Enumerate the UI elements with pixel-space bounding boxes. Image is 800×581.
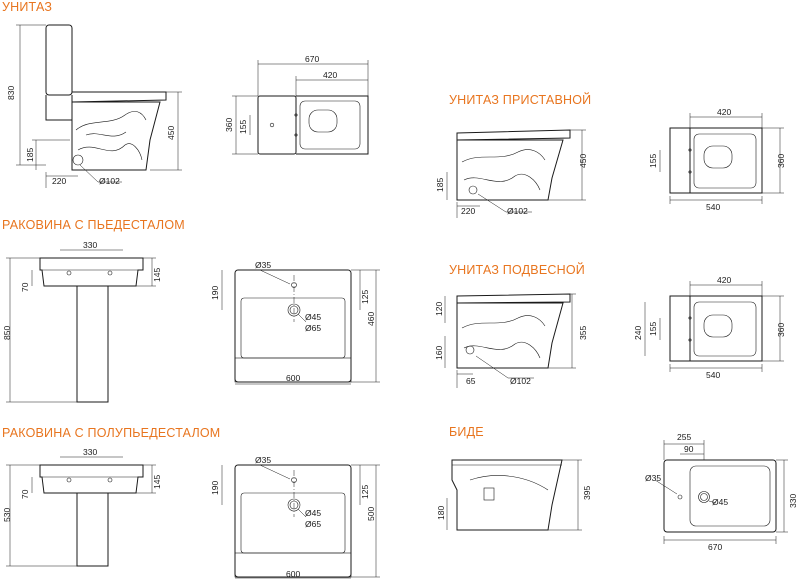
cc-top-length-label: 540 [706, 202, 720, 212]
cc-outlet-diameter-label: Ø102 [507, 206, 528, 216]
bidet-top-w2-label: 90 [684, 444, 694, 454]
wall-hung-top-length-label: 540 [706, 370, 720, 380]
toilet-height-label: 830 [6, 86, 16, 100]
cc-top-holes-label: 155 [648, 154, 658, 168]
pedestal-width-label: 330 [83, 240, 97, 250]
semi-pedestal-width-top-label: 600 [286, 569, 300, 579]
toilet-outlet-height-label: 185 [25, 148, 35, 162]
pedestal-width-top-label: 600 [286, 373, 300, 383]
pedestal-waste1-label: Ø45 [305, 312, 321, 322]
bidet-side-view: 395 180 [436, 459, 592, 531]
semi-pedestal-depth-label: 500 [366, 507, 376, 521]
wall-hung-top-label: 120 [434, 302, 444, 316]
toilet-top-width-label: 360 [224, 118, 234, 132]
semi-pedestal-width-label: 330 [83, 447, 97, 457]
section-title-toilet-close-coupled: УНИТАЗ ПРИСТАВНОЙ [449, 93, 592, 107]
pedestal-depth-label: 460 [366, 312, 376, 326]
semi-pedestal-hole-position-label: 125 [360, 485, 370, 499]
bidet-outlet-label: 180 [436, 506, 446, 520]
pedestal-holes-height-label: 70 [20, 282, 30, 292]
bidet-height-label: 395 [582, 486, 592, 500]
wall-hung-top-holes1-label: 240 [633, 326, 643, 340]
pedestal-basin-top-view: Ø35 190 125 460 Ø45 Ø65 600 [210, 260, 380, 385]
pedestal-offset-label: 190 [210, 286, 220, 300]
semi-pedestal-basin-top-view: Ø35 190 125 500 Ø45 Ø65 600 [210, 455, 380, 579]
wall-hung-outlet-distance-label: 65 [466, 376, 476, 386]
wall-hung-top-width-label: 420 [717, 275, 731, 285]
wall-hung-height-label: 355 [578, 326, 588, 340]
toilet-bowl-height-label: 450 [166, 126, 176, 140]
wall-hung-top-depth-label: 360 [776, 323, 786, 337]
section-title-bidet: БИДЕ [449, 425, 484, 439]
semi-pedestal-basin-side-view: 330 145 70 530 [2, 447, 162, 567]
section-title-basin-semi-pedestal: РАКОВИНА С ПОЛУПЬЕДЕСТАЛОМ [2, 426, 221, 440]
semi-pedestal-basin-height-label: 145 [152, 475, 162, 489]
bidet-top-w1-label: 255 [677, 432, 691, 442]
section-title-toilet: УНИТАЗ [2, 0, 53, 14]
pedestal-tap-diameter-label: Ø35 [255, 260, 271, 270]
cc-outlet-height-label: 185 [435, 178, 445, 192]
wall-hung-outlet-height-label: 160 [434, 346, 444, 360]
pedestal-basin-side-view: 330 145 70 850 [2, 240, 162, 403]
toilet-top-length-label: 670 [305, 54, 319, 64]
semi-pedestal-waste2-label: Ø65 [305, 519, 321, 529]
semi-pedestal-height-label: 530 [2, 508, 12, 522]
close-coupled-side-view: 450 185 220 Ø102 [435, 129, 588, 218]
bidet-top-waste-label: Ø45 [712, 497, 728, 507]
close-coupled-top-view: 420 155 360 540 [648, 107, 786, 212]
wall-hung-side-view: 120 355 160 65 Ø102 [434, 293, 588, 388]
toilet-top-seat-label: 420 [323, 70, 337, 80]
wall-hung-top-holes2-label: 155 [648, 322, 658, 336]
wall-hung-outlet-diameter-label: Ø102 [510, 376, 531, 386]
section-title-basin-pedestal: РАКОВИНА С ПЬЕДЕСТАЛОМ [2, 218, 185, 232]
cc-outlet-distance-label: 220 [461, 206, 475, 216]
wall-hung-top-view: 420 240 155 360 540 [633, 275, 786, 380]
semi-pedestal-waste1-label: Ø45 [305, 508, 321, 518]
bidet-top-view: 255 90 Ø35 Ø45 330 670 [645, 432, 798, 552]
pedestal-waste2-label: Ø65 [305, 323, 321, 333]
cc-height-label: 450 [578, 154, 588, 168]
toilet-side-view: 830 450 185 220 Ø102 [6, 24, 182, 188]
bidet-top-length-label: 670 [708, 542, 722, 552]
pedestal-hole-position-label: 125 [360, 290, 370, 304]
semi-pedestal-offset-label: 190 [210, 481, 220, 495]
toilet-top-holes-label: 155 [238, 120, 248, 134]
section-title-toilet-wall-hung: УНИТАЗ ПОДВЕСНОЙ [449, 263, 585, 277]
toilet-top-view: 670 420 360 155 [224, 54, 369, 155]
pedestal-basin-height-label: 145 [152, 268, 162, 282]
cc-top-width-label: 420 [717, 107, 731, 117]
semi-pedestal-tap-diameter-label: Ø35 [255, 455, 271, 465]
bidet-top-tap-diameter-label: Ø35 [645, 473, 661, 483]
toilet-outlet-diameter-label: Ø102 [99, 176, 120, 186]
semi-pedestal-holes-height-label: 70 [20, 489, 30, 499]
pedestal-height-label: 850 [2, 326, 12, 340]
toilet-outlet-distance-label: 220 [52, 176, 66, 186]
cc-top-depth-label: 360 [776, 154, 786, 168]
bidet-top-width-label: 330 [788, 494, 798, 508]
